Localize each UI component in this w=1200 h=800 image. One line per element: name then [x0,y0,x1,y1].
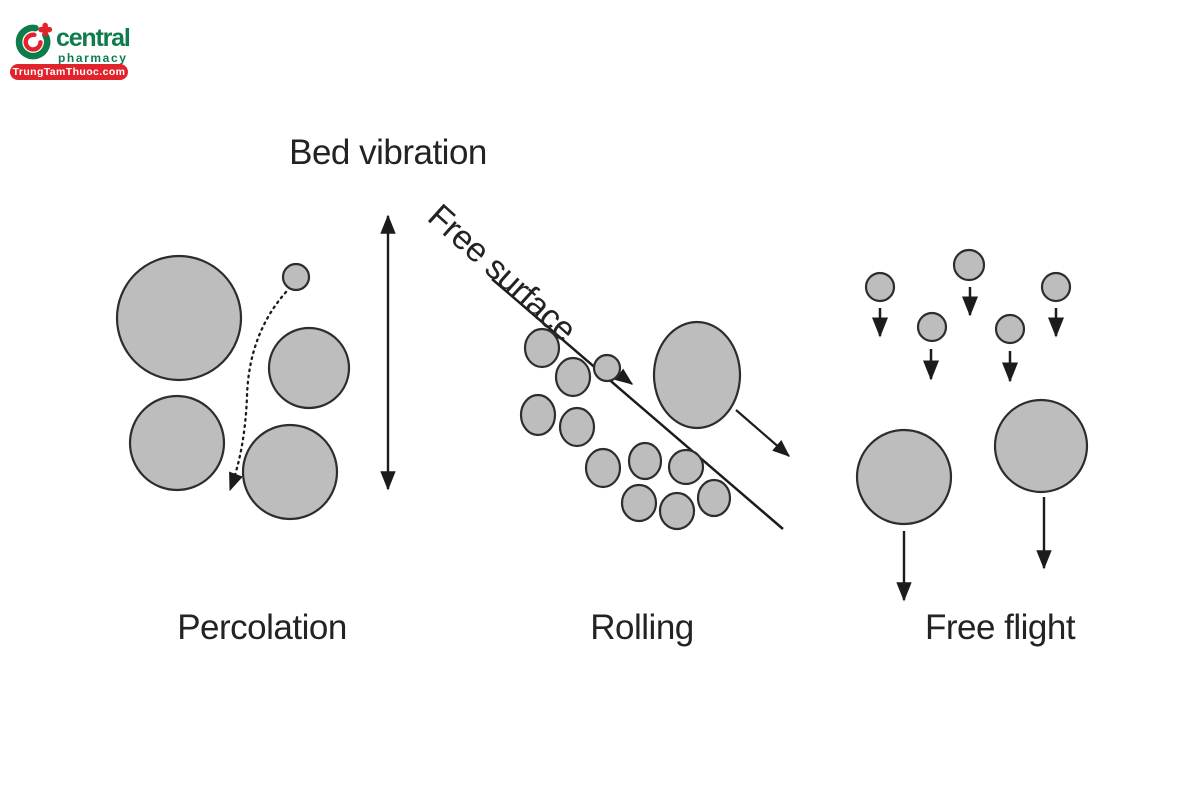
free-flight-label: Free flight [924,608,1076,647]
free-flight-fall-arrows [872,287,1064,383]
brand-subtitle: pharmacy [58,51,128,65]
percolation-path-arrow [228,290,288,492]
free-flight-small-particles [864,248,1072,345]
website-banner: TrungTamThuoc.com [10,64,128,80]
rolling-particles [519,320,742,531]
free-flight-large-particles [855,398,1089,526]
rolling-label: Rolling [590,608,694,647]
rolling-direction-arrow [735,409,790,457]
percolation-label: Percolation [177,608,347,647]
percolation-particles [115,254,351,521]
free-flight-long-arrows [896,497,1052,602]
central-pharmacy-logo: central pharmacy TrungTamThuoc.com [8,18,158,84]
central-pharmacy-logo-icon [15,22,53,60]
brand-name: central [56,24,131,52]
bed-vibration-label: Bed vibration [289,133,487,172]
free-surface-line [491,278,784,530]
